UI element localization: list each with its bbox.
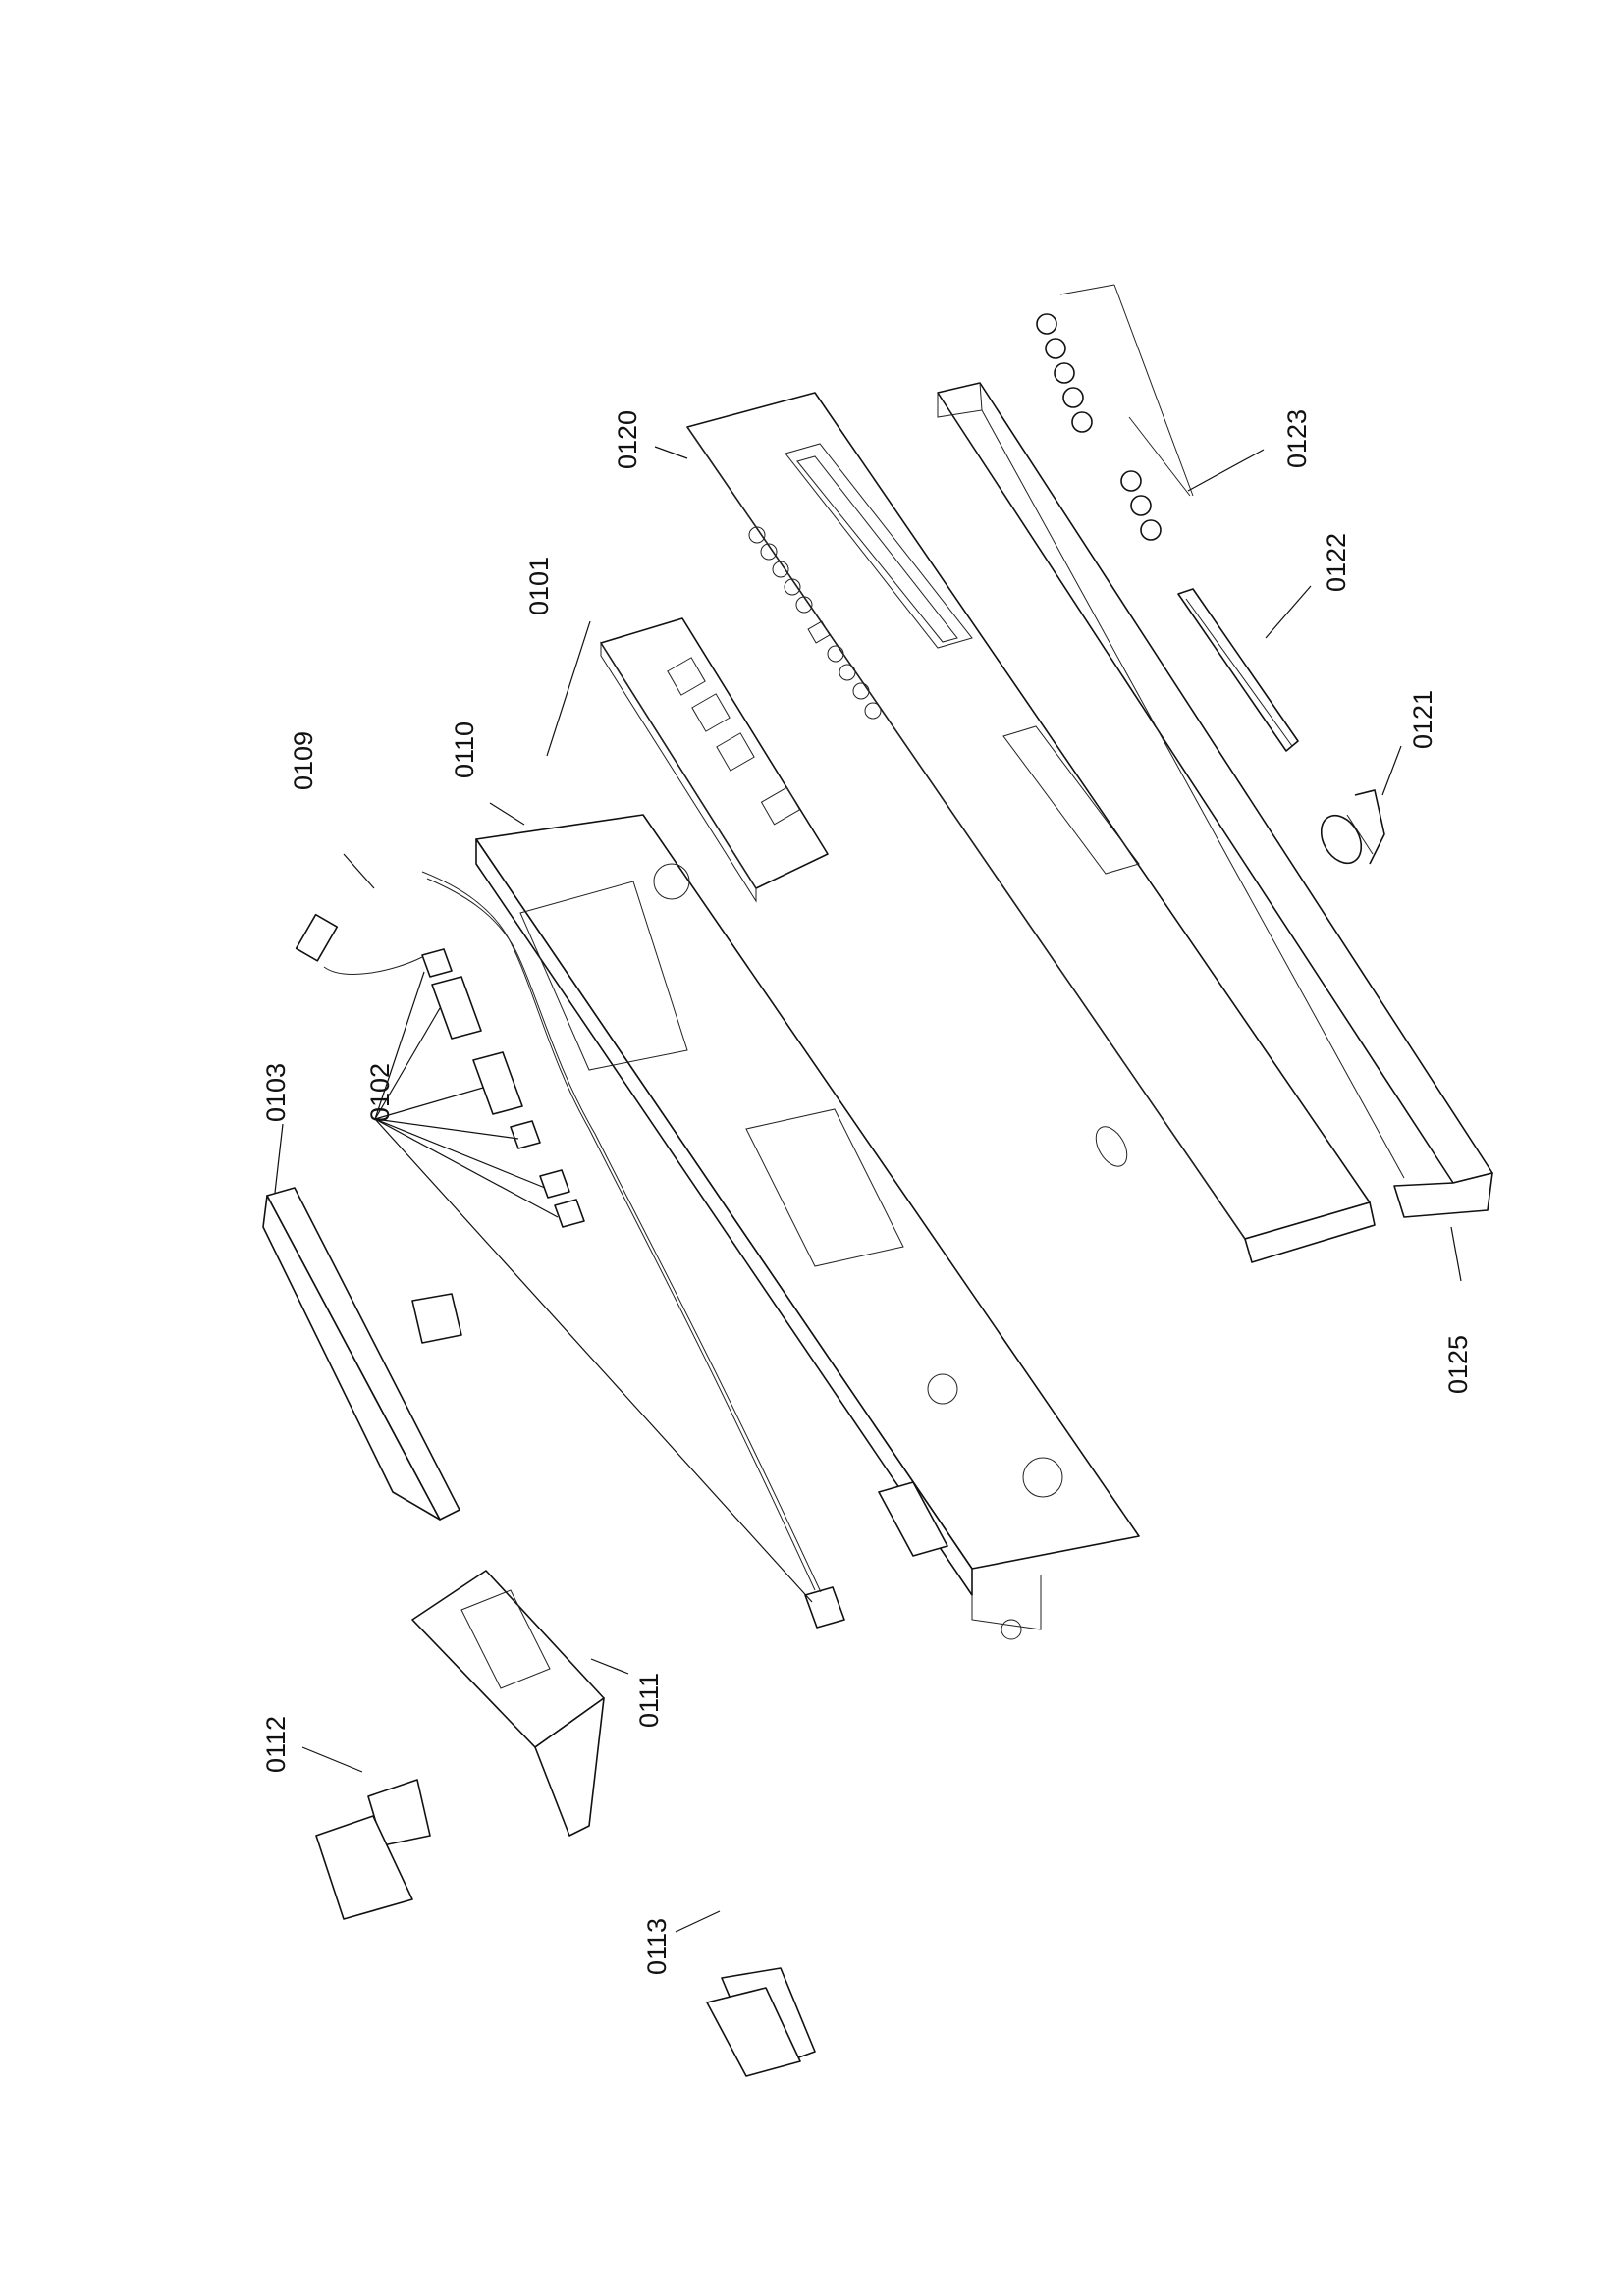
part-0113-terminal-block bbox=[706, 1967, 816, 2077]
part-labels: 0101 0102 0103 0109 0110 0111 0112 0113 … bbox=[261, 409, 1473, 1975]
label-0102: 0102 bbox=[365, 1063, 395, 1122]
part-0120-front-panel bbox=[686, 392, 1376, 1263]
label-0111: 0111 bbox=[634, 1673, 664, 1728]
part-0112-switch bbox=[315, 1779, 431, 1920]
label-0110: 0110 bbox=[450, 721, 479, 778]
label-0123: 0123 bbox=[1282, 409, 1312, 468]
part-0101-control-board bbox=[600, 617, 829, 903]
part-0125-trim-strip bbox=[937, 382, 1493, 1218]
leader-lines bbox=[274, 446, 1462, 1933]
part-0123-button-keys bbox=[1036, 284, 1194, 541]
label-0101: 0101 bbox=[524, 557, 554, 615]
label-0112: 0112 bbox=[261, 1716, 291, 1773]
label-0113: 0113 bbox=[642, 1918, 672, 1975]
part-0122-cover-bar bbox=[1177, 588, 1299, 752]
label-0120: 0120 bbox=[613, 410, 642, 469]
part-0102-connectors bbox=[421, 948, 845, 1629]
label-0103: 0103 bbox=[261, 1063, 291, 1122]
label-0125: 0125 bbox=[1443, 1335, 1473, 1394]
part-0110-frame bbox=[475, 814, 1140, 1640]
label-0122: 0122 bbox=[1322, 533, 1351, 592]
part-0111-relay-holder bbox=[411, 1570, 605, 1837]
part-0121-knob bbox=[1320, 789, 1385, 865]
label-0121: 0121 bbox=[1408, 690, 1437, 749]
part-0103-connector-block bbox=[262, 1187, 462, 1521]
label-0109: 0109 bbox=[289, 731, 318, 790]
part-0109-cable-harness bbox=[295, 871, 822, 1593]
